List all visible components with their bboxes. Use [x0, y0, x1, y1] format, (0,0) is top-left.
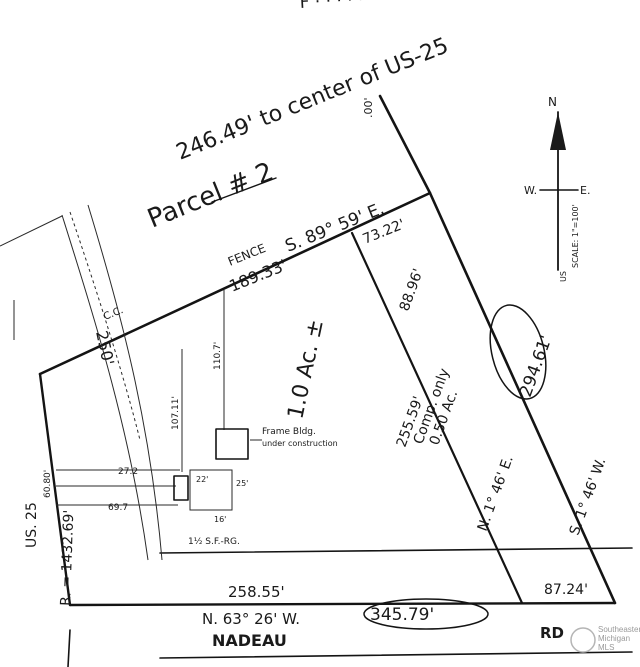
- us-mark-label: US: [559, 271, 568, 282]
- watermark-line1: Southeastern: [598, 625, 640, 634]
- mls-logo-icon: [570, 627, 596, 653]
- cc-label: C.C.: [102, 305, 125, 323]
- interior-lines: [56, 290, 262, 511]
- top-note: F · · · · · · · · · · · · · FRONT: [299, 0, 514, 13]
- north-arrow: N W. E. SCALE: 1"=100' US: [524, 95, 590, 282]
- north-arrow-icon: [550, 112, 566, 150]
- building-shed: [173, 475, 189, 501]
- east-bearing-label: S. 1° 46' W.: [567, 456, 610, 538]
- watermark-line2: Michigan: [598, 634, 630, 643]
- north-label: N: [548, 95, 557, 109]
- dim-7: 16': [214, 515, 226, 524]
- dim-6: 25': [236, 479, 248, 488]
- dim-8: 1½ S.F.-RG.: [188, 537, 240, 547]
- highway-row: [0, 204, 163, 561]
- highway-label: US. 25: [24, 502, 40, 548]
- road-abbrev-label: RD: [540, 624, 564, 642]
- dim-5: 69.7: [108, 503, 128, 513]
- south-seg2-label: 87.24': [544, 582, 588, 598]
- road-name-label: NADEAU: [212, 631, 287, 650]
- distance-label: 246.49' to center of US-25: [173, 33, 452, 165]
- south-total-ellipse: [363, 598, 489, 630]
- mls-watermark: Southeastern Michigan MLS: [570, 625, 640, 653]
- dim-4: 22': [196, 475, 208, 484]
- parcel-label: Parcel # 2: [143, 157, 277, 235]
- dim-2: 110.7': [213, 342, 223, 370]
- east-dist-ellipse: [489, 304, 547, 400]
- dim-1: 107.11': [171, 396, 181, 430]
- west-label: W.: [524, 184, 537, 197]
- curve-b-label: 60.80': [43, 470, 53, 498]
- building-frame: [215, 428, 249, 460]
- east-offset-label: .00': [362, 97, 375, 118]
- inner-bearing-label: N. 1° 46' E.: [475, 454, 517, 534]
- building-house: [189, 469, 233, 511]
- inner-dist-b-label: 88.96': [397, 267, 427, 314]
- east-label: E.: [580, 184, 590, 197]
- row-width-label: 250': [92, 329, 118, 367]
- watermark-line3: MLS: [598, 643, 614, 652]
- south-seg1-label: 258.55': [228, 583, 285, 601]
- bldg-label-2: under construction: [262, 439, 338, 448]
- acreage-label: 1.0 Ac. ±: [283, 317, 328, 421]
- bldg-label-1: Frame Bldg.: [262, 427, 316, 437]
- dim-3: 27.2: [118, 467, 138, 477]
- east-dist-label: 294.61': [516, 333, 557, 400]
- south-bearing-label: N. 63° 26' W.: [202, 610, 300, 628]
- scale-label: SCALE: 1"=100': [571, 204, 580, 268]
- curve-label: R. = 1432.69': [58, 510, 77, 607]
- south-total-label: 345.79': [370, 605, 434, 625]
- parcel-boundary: [38, 94, 633, 667]
